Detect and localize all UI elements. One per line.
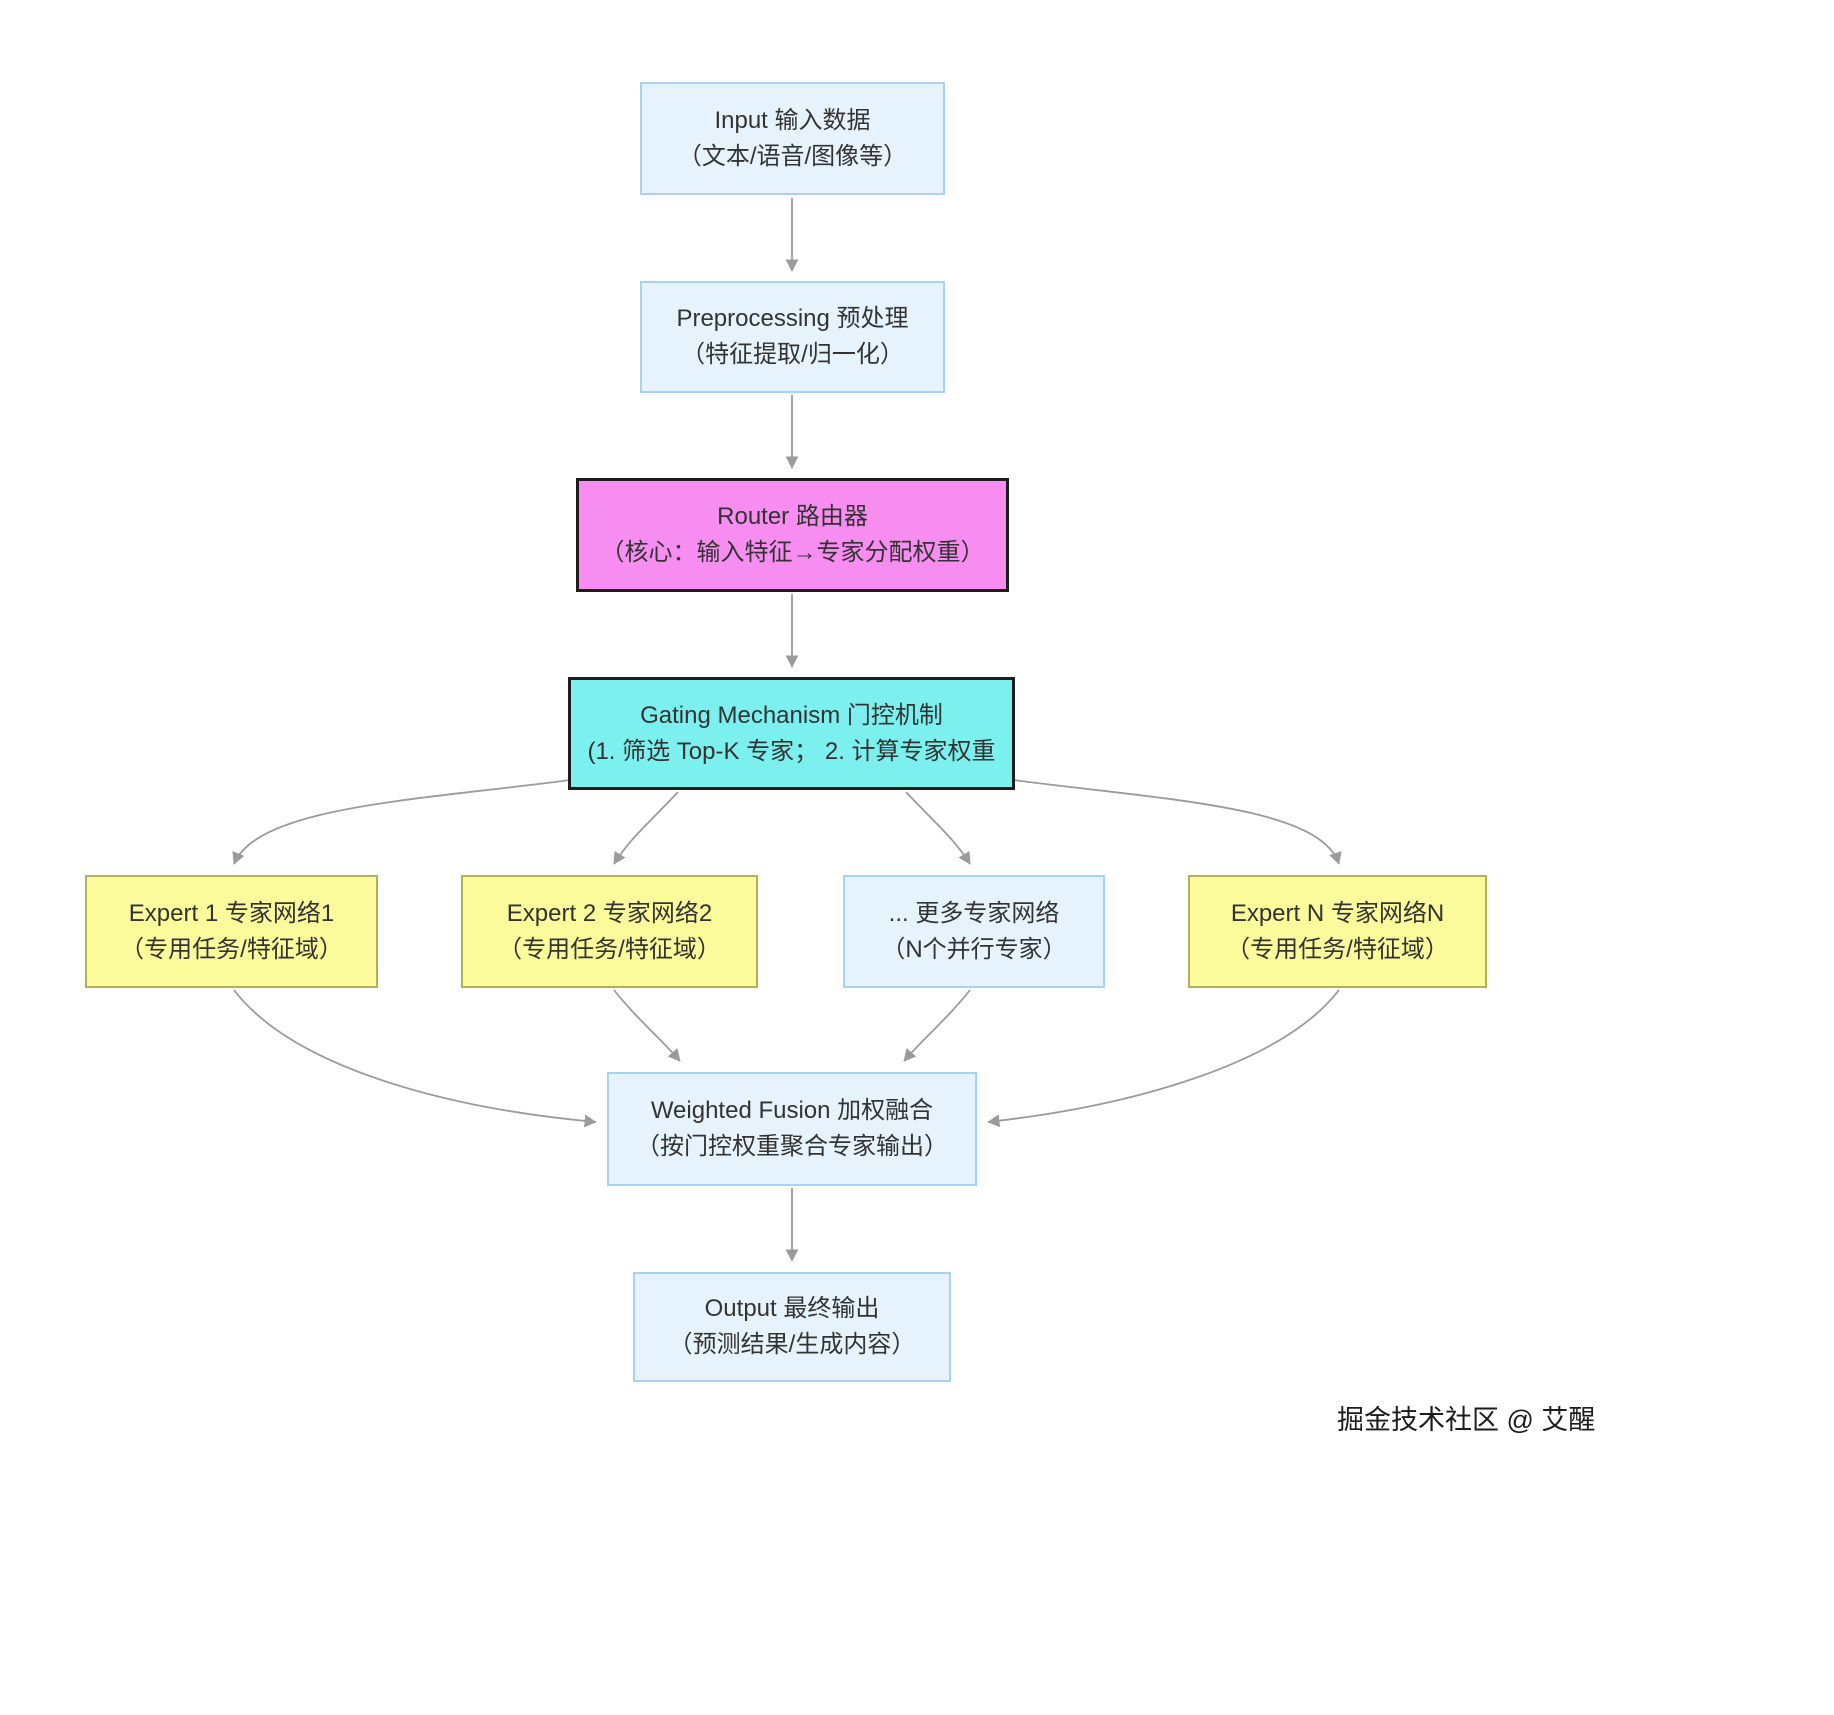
node-expert-2: Expert 2 专家网络2 （专用任务/特征域） <box>461 875 758 988</box>
edge-expert-2-to-fusion <box>613 989 681 1062</box>
edge-gating-to-more-experts <box>905 791 971 865</box>
node-input: Input 输入数据 （文本/语音/图像等） <box>640 82 945 195</box>
node-subtitle: (1. 筛选 Top-K 专家； 2. 计算专家权重 <box>587 737 996 765</box>
edge-more-experts-to-fusion <box>903 989 971 1062</box>
node-gating: Gating Mechanism 门控机制 (1. 筛选 Top-K 专家； 2… <box>568 677 1015 790</box>
node-expert-1: Expert 1 专家网络1 （专用任务/特征域） <box>85 875 378 988</box>
edge-gating-to-expert-n <box>1012 779 1342 865</box>
edge-gating-to-expert-2 <box>613 791 679 865</box>
node-title: Input 输入数据 <box>714 106 871 134</box>
node-subtitle: （N个并行专家） <box>881 935 1067 963</box>
node-expert-n: Expert N 专家网络N （专用任务/特征域） <box>1188 875 1487 988</box>
node-title: Expert 2 专家网络2 <box>506 899 713 927</box>
node-title: Preprocessing 预处理 <box>676 305 909 332</box>
node-title: Expert N 专家网络N <box>1230 899 1445 927</box>
watermark: 掘金技术社区 @ 艾醒 <box>1337 1405 1596 1435</box>
edge-expert-n-to-fusion <box>987 989 1340 1128</box>
node-subtitle: （文本/语音/图像等） <box>677 142 908 170</box>
node-title: Output 最终输出 <box>704 1295 880 1322</box>
node-title: Weighted Fusion 加权融合 <box>650 1097 934 1124</box>
node-title: Gating Mechanism 门控机制 <box>640 701 943 729</box>
node-router: Router 路由器 （核心：输入特征→专家分配权重） <box>576 478 1009 592</box>
node-weighted-fusion: Weighted Fusion 加权融合 （按门控权重聚合专家输出） <box>607 1072 977 1186</box>
node-more-experts: ... 更多专家网络 （N个并行专家） <box>843 875 1105 988</box>
node-subtitle: （核心：输入特征→专家分配权重） <box>600 539 985 566</box>
node-title: ... 更多专家网络 <box>888 899 1060 927</box>
edge-expert-1-to-fusion <box>233 989 597 1128</box>
node-subtitle: （专用任务/特征域） <box>120 935 343 963</box>
node-subtitle: （按门控权重聚合专家输出） <box>636 1133 948 1160</box>
node-preprocessing: Preprocessing 预处理 （特征提取/归一化） <box>640 281 945 393</box>
node-output: Output 最终输出 （预测结果/生成内容） <box>633 1272 951 1382</box>
edge-gating-to-expert-1 <box>232 779 571 865</box>
node-subtitle: （特征提取/归一化） <box>681 341 904 368</box>
node-subtitle: （专用任务/特征域） <box>1226 935 1449 963</box>
node-title: Router 路由器 <box>717 503 868 530</box>
node-title: Expert 1 专家网络1 <box>128 899 335 927</box>
node-subtitle: （预测结果/生成内容） <box>668 1331 916 1358</box>
node-subtitle: （专用任务/特征域） <box>498 935 721 963</box>
